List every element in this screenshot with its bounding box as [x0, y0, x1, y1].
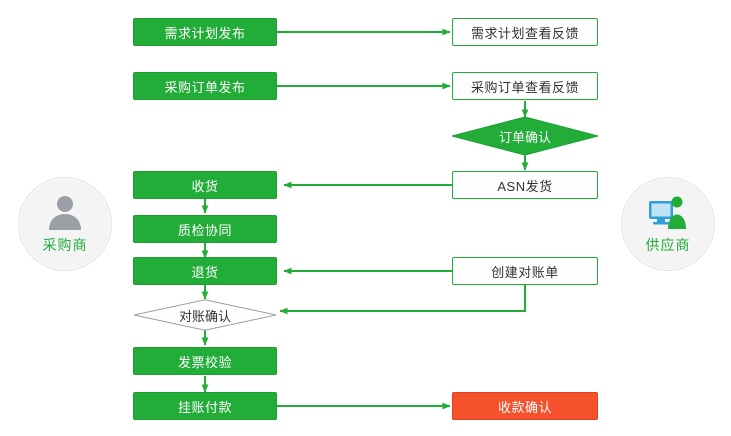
node-label: 对账确认	[178, 308, 231, 324]
edge-n10-n11	[279, 285, 526, 315]
node-statement-confirm[interactable]: 对账确认	[133, 299, 277, 331]
actor-supplier: 供应商	[621, 177, 715, 271]
node-purchase-order-review[interactable]: 采购订单查看反馈	[452, 72, 598, 100]
node-return-goods[interactable]: 退货	[133, 257, 277, 285]
node-label: 采购订单查看反馈	[470, 79, 579, 95]
node-receipt-confirm[interactable]: 收款确认	[452, 392, 598, 420]
node-label: 收款确认	[497, 399, 552, 415]
node-demand-plan-publish[interactable]: 需求计划发布	[133, 18, 277, 46]
node-label: 订单确认	[498, 129, 551, 145]
node-invoice-verification[interactable]: 发票校验	[133, 347, 277, 375]
node-label: 质检协同	[177, 222, 232, 238]
node-order-confirm[interactable]: 订单确认	[452, 117, 598, 155]
node-label: 退货	[191, 264, 219, 280]
node-purchase-order-publish[interactable]: 采购订单发布	[133, 72, 277, 100]
person-computer-icon	[649, 196, 686, 229]
node-quality-inspection[interactable]: 质检协同	[133, 215, 277, 243]
node-label: 创建对账单	[491, 264, 559, 280]
node-label: 挂账付款	[177, 399, 232, 415]
node-label: 需求计划查看反馈	[470, 25, 579, 41]
node-create-statement[interactable]: 创建对账单	[452, 257, 598, 285]
node-label: 需求计划发布	[164, 25, 246, 41]
person-icon	[49, 196, 81, 230]
actor-buyer-label: 采购商	[42, 237, 88, 253]
actor-supplier-label: 供应商	[645, 237, 691, 253]
node-label: 采购订单发布	[164, 79, 246, 95]
node-label: 发票校验	[177, 354, 232, 370]
node-payment-posting[interactable]: 挂账付款	[133, 392, 277, 420]
actor-buyer: 采购商	[18, 177, 112, 271]
node-demand-plan-review[interactable]: 需求计划查看反馈	[452, 18, 598, 46]
node-asn-shipment[interactable]: ASN发货	[452, 171, 598, 199]
node-receive-goods[interactable]: 收货	[133, 171, 277, 199]
node-label: 收货	[191, 178, 219, 194]
node-label: ASN发货	[497, 178, 553, 194]
diamond-shape-icon	[133, 299, 277, 331]
diamond-shape-icon	[452, 117, 598, 155]
